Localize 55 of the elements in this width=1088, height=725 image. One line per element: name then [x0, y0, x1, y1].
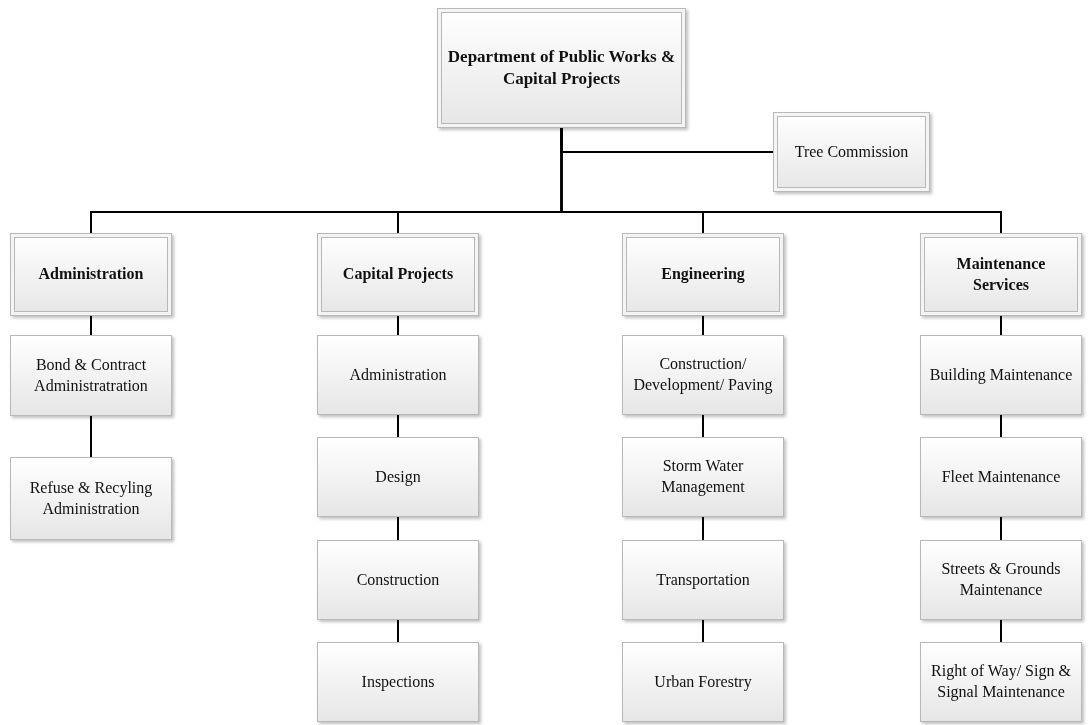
unit-box: [317, 335, 479, 415]
box-label: Engineering: [661, 264, 745, 285]
box-label: Maintenance Services: [955, 253, 1047, 295]
department-box: [437, 8, 686, 128]
unit-box: [317, 642, 479, 722]
connector-line: [1000, 516, 1002, 541]
box-label: Design: [375, 466, 421, 488]
connector-line: [702, 315, 704, 336]
box-label: Right of Way/ Sign & Signal Maintenance: [930, 661, 1072, 703]
connector-line: [90, 315, 92, 336]
connector-line: [397, 414, 399, 438]
connector-line: [702, 516, 704, 541]
box-label: Tree Commission: [794, 141, 909, 162]
connector-line: [1000, 619, 1002, 643]
connector-line: [1000, 315, 1002, 336]
unit-box: [920, 642, 1082, 722]
unit-box: [622, 437, 784, 517]
connector-line: [702, 619, 704, 643]
unit-box: [622, 540, 784, 620]
connector-line: [397, 315, 399, 336]
unit-box: [10, 457, 172, 540]
department-box: [10, 233, 172, 316]
connector-line: [397, 516, 399, 541]
box-label: Administration: [38, 264, 144, 285]
box-label: Urban Forestry: [654, 671, 752, 693]
box-label: Transportation: [656, 569, 750, 591]
box-label: Fleet Maintenance: [941, 466, 1061, 487]
box-label: Department of Public Works & Capital Projects: [446, 45, 677, 90]
box-label: Refuse & Recyling Administration: [28, 477, 154, 519]
department-box: [773, 112, 930, 192]
unit-box: [317, 540, 479, 620]
unit-box: [10, 335, 172, 416]
connector-line: [702, 414, 704, 438]
unit-box: [920, 437, 1082, 517]
box-label: Storm Water Management: [660, 456, 746, 498]
box-label: Inspections: [361, 671, 435, 693]
box-label: Administration: [349, 364, 447, 385]
department-box: [622, 233, 784, 316]
unit-box: [920, 540, 1082, 620]
box-label: Bond & Contract Administratration: [33, 354, 149, 396]
box-label: Construction: [356, 569, 440, 590]
connector-line: [90, 415, 92, 458]
department-box: [317, 233, 479, 316]
box-label: Construction/ Development/ Paving: [632, 354, 774, 396]
unit-box: [622, 642, 784, 722]
connector-line: [1000, 414, 1002, 438]
unit-box: [317, 437, 479, 517]
unit-box: [920, 335, 1082, 415]
connector-line: [397, 619, 399, 643]
box-label: Capital Projects: [342, 264, 454, 285]
unit-box: [622, 335, 784, 415]
box-label: Streets & Grounds Maintenance: [940, 559, 1062, 600]
box-label: Building Maintenance: [929, 364, 1073, 386]
connector-line: [560, 127, 1002, 234]
department-box: [920, 233, 1082, 316]
